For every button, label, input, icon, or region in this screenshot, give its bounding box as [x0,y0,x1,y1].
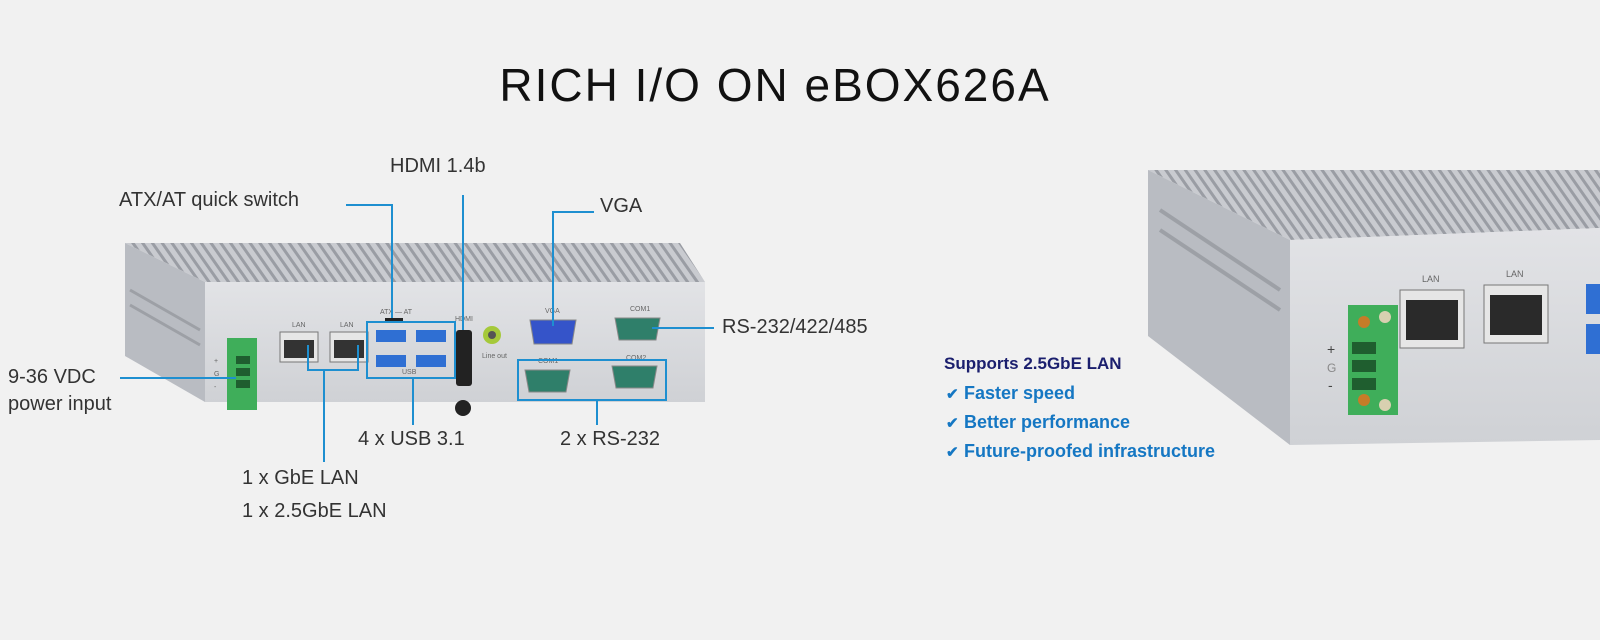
lan-port [279,331,319,363]
callout-atx-at-switch: ATX/AT quick switch [119,189,300,211]
svg-text:USB: USB [402,369,417,376]
callout-rs232-422-485: RS-232/422/485 [722,316,868,338]
left-device: + G - LAN LAN ATX — AT USB HDMI Line out… [125,243,705,416]
svg-text:-: - [214,384,217,391]
svg-text:COM2: COM2 [626,355,646,362]
callout-power-line2: power input [8,393,112,415]
svg-text:G: G [1327,361,1336,375]
callout-hdmi: HDMI 1.4b [390,155,486,177]
com-port [614,317,661,341]
usb-ports: USB [376,330,446,376]
callout-power-line1: 9-36 VDC [8,366,96,388]
hdmi-port [456,330,472,386]
lan-port [329,331,369,363]
svg-text:Line out: Line out [482,353,507,360]
callout-vga: VGA [600,195,643,217]
svg-text:+: + [214,358,218,365]
callout-rs232: 2 x RS-232 [560,428,661,450]
lan-port [1483,284,1549,344]
check-icon: ✔ [946,444,959,461]
callout-lan-line1: 1 x GbE LAN [242,467,359,489]
callout-lan-line2: 1 x 2.5GbE LAN [242,500,387,522]
right-device-closeup: + G - LAN LAN [1148,170,1600,445]
svg-text:COM1: COM1 [630,306,650,313]
feature-item: ✔Future-proofed infrastructure [946,441,1216,461]
callout-usb: 4 x USB 3.1 [358,428,465,450]
svg-text:G: G [214,371,219,378]
feature-heading: Supports 2.5GbE LAN [944,354,1122,373]
lan-port [1399,289,1465,349]
leader-lines [120,195,714,462]
page-title: RICH I/O ON eBOX626A [499,59,1051,111]
check-icon: ✔ [946,386,959,403]
svg-text:ATX — AT: ATX — AT [380,309,413,316]
com-port [611,365,658,389]
check-icon: ✔ [946,415,959,432]
power-button [455,400,471,416]
svg-text:-: - [1328,377,1333,393]
svg-text:LAN: LAN [340,322,354,329]
svg-text:LAN: LAN [1422,274,1440,284]
feature-item: ✔Better performance [946,412,1131,432]
feature-item: ✔Faster speed [946,383,1076,403]
svg-text:+: + [1327,341,1335,357]
com-port [524,369,571,393]
svg-text:COM1: COM1 [538,358,558,365]
svg-text:LAN: LAN [1506,269,1524,279]
svg-text:LAN: LAN [292,322,306,329]
vga-port [529,319,577,345]
